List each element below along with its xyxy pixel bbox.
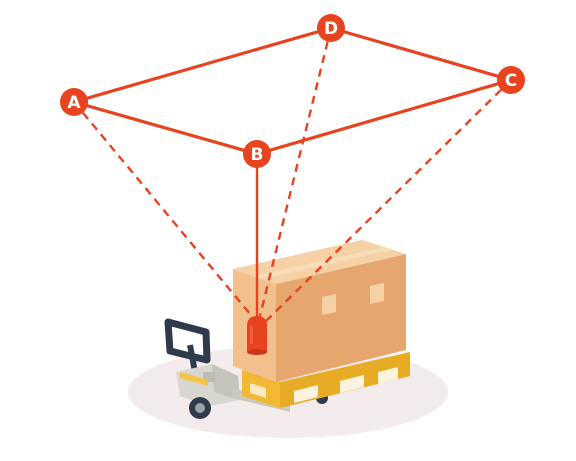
range-line-a [73,101,256,321]
anchor-b: B [243,140,271,168]
range-line-c [264,79,512,323]
anchor-c: C [497,66,525,94]
ranging-lines [73,27,512,323]
edge-d-c [329,26,513,82]
anchor-a: A [60,88,88,116]
edge-b-a [72,100,259,156]
edge-c-b [255,78,513,156]
edge-a-d [72,26,333,104]
anchor-b-label: B [251,145,264,165]
pallet [180,352,410,408]
anchor-d-label: D [324,19,338,39]
anchor-perimeter [72,26,513,156]
anchor-c-label: C [505,71,517,91]
anchor-a-label: A [67,93,81,113]
anchor-d: D [317,14,345,42]
uwb-tag-icon [247,316,267,355]
